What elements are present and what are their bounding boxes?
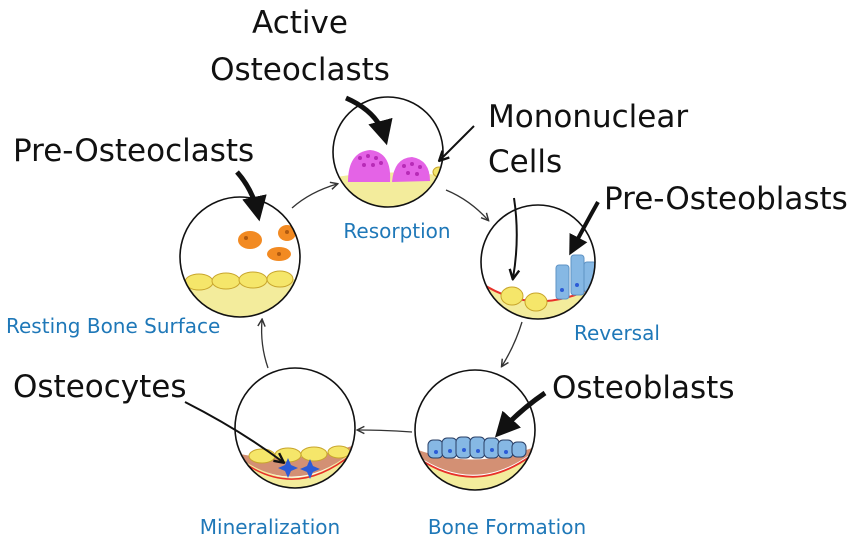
label-pre-osteoblasts: Pre-Osteoblasts [604,181,848,217]
pointer-active-osteoclasts [344,95,393,146]
pointer-osteoblasts [494,390,547,438]
stage-label-mineralization: Mineralization [200,515,340,539]
pre-osteoclast-cell [238,231,262,249]
label-mononuclear-line1: Mononuclear [488,99,688,135]
label-mononuclear-line2: Cells [488,144,562,180]
pointer-osteocytes [184,401,283,462]
osteoclast-cell [392,157,430,182]
arrow-resorption-to-reversal [445,189,488,220]
stage-label-resorption: Resorption [343,219,450,243]
stage-label-resting: Resting Bone Surface [6,314,220,338]
osteocyte-star [278,458,298,478]
osteocyte-star [300,459,320,479]
mononuclear-cell [500,286,524,306]
osteoblast-cell [483,437,500,459]
stage-resting [179,196,301,318]
osteoblast-cell [427,439,444,459]
lining-cell [266,270,294,288]
label-osteoblasts: Osteoblasts [552,370,735,406]
label-active-osteoclasts-line1: Active [252,5,348,41]
pointer-pre-osteoblasts [569,201,600,256]
osteoblast-cell [511,441,527,458]
lining-cell [211,272,241,290]
pre-osteoblast-cell [570,254,585,296]
pointer-mononuclear-reversal [513,197,517,278]
lining-cell [327,445,351,459]
osteoblast-cell [497,439,514,459]
label-pre-osteoclasts: Pre-Osteoclasts [13,133,254,169]
arrow-mineralization-to-resting [262,320,269,369]
cement-line [239,453,353,480]
arrow-formation-to-mineralization [358,430,413,432]
osteoblast-cell [441,437,458,459]
cement-line [417,454,533,478]
arrow-reversal-to-formation [502,321,523,366]
pointer-mononuclear-cells [440,125,475,160]
cycle-arrows [262,184,523,432]
osteoblast-cell [469,436,486,459]
mononuclear-cell [524,292,548,312]
label-osteocytes: Osteocytes [13,369,187,405]
lining-cell [248,448,276,464]
osteoblast-cell [455,436,472,459]
stage-label-reversal: Reversal [574,321,660,345]
pointer-arrows [184,95,600,462]
stage-reversal [480,204,596,320]
arrow-resting-to-resorption [291,184,337,209]
lining-cell [300,446,328,462]
pre-osteoblast-cell [555,264,570,300]
stage-bone-formation [414,369,536,491]
pointer-pre-osteoclasts [235,170,267,222]
stage-mineralization [234,367,356,489]
stage-label-bone-formation: Bone Formation [428,515,586,539]
lining-cell [238,271,268,289]
label-active-osteoclasts-line2: Osteoclasts [210,52,390,88]
stage-resorption [332,96,444,208]
